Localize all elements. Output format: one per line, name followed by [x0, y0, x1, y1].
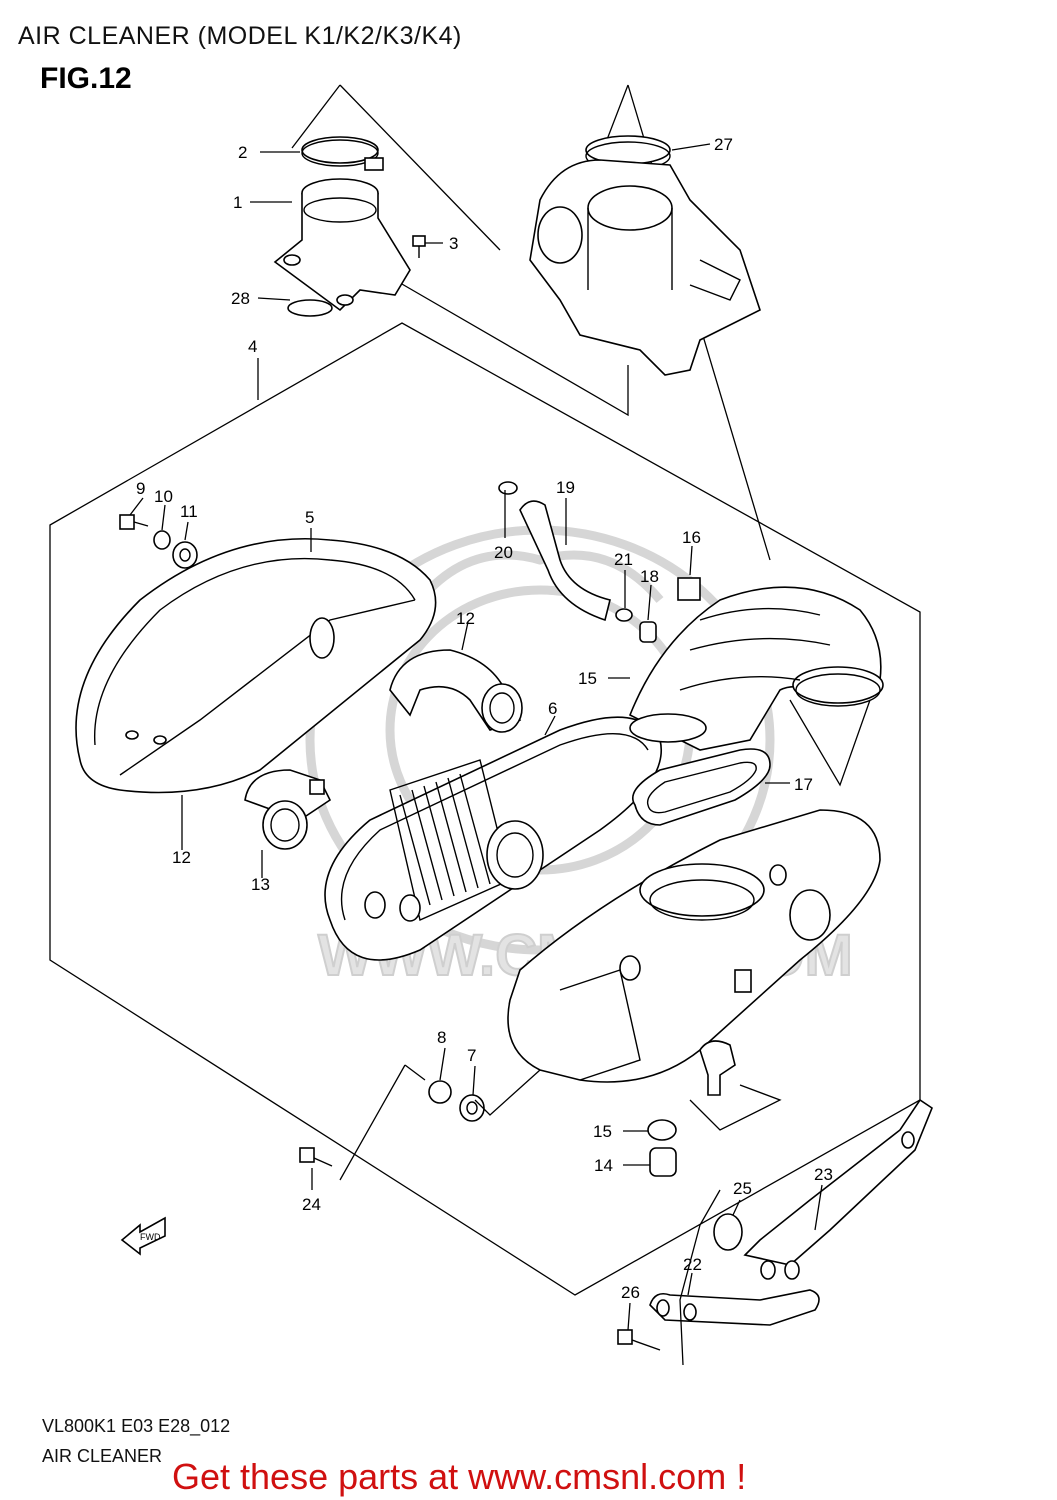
callout-leaders: [129, 143, 823, 1331]
plug-part-19: [639, 621, 657, 643]
bolt-part-26: [617, 1329, 661, 1351]
diagram-subtitle: AIR CLEANER: [42, 1446, 163, 1466]
callout-14: 14: [594, 1156, 613, 1175]
callout-26: 26: [621, 1283, 640, 1302]
callout-24: 24: [302, 1195, 321, 1214]
callout-15: 15: [593, 1122, 612, 1141]
drain-hose-part-20: [519, 500, 611, 622]
hose-part-13-lower: [244, 769, 332, 850]
callout-16: 15: [578, 669, 597, 688]
grommet-part-7: [459, 1094, 485, 1122]
figure-number: FIG.12: [40, 62, 132, 95]
callout-4: 4: [248, 337, 257, 356]
grommet-part-8: [428, 1080, 452, 1104]
carburetor-part-27: [529, 135, 761, 376]
seal-part-18: [632, 748, 771, 826]
filter-fins: [399, 773, 491, 906]
grommet-part-11: [172, 541, 198, 569]
clamp-part-15: [647, 1119, 677, 1141]
o-ring-part-28: [287, 299, 333, 317]
intake-pipe-part-1: [273, 178, 411, 312]
callout-9: 9: [136, 479, 145, 498]
filter-element-part-6: [324, 716, 662, 961]
callout-3: 3: [449, 234, 458, 253]
callout-28: 28: [231, 289, 250, 308]
label-part-17: [677, 577, 701, 601]
callout-13-lower: 13: [251, 875, 270, 894]
clip-part-21-lower: [615, 608, 633, 622]
callout-6: 6: [548, 699, 557, 718]
callout-8: 8: [437, 1028, 446, 1047]
callout-22: 22: [683, 1255, 702, 1274]
leader-carb-left: [291, 84, 501, 251]
diagram-title: AIR CLEANER (MODEL K1/K2/K3/K4): [18, 22, 462, 50]
washer-part-10: [153, 530, 171, 550]
clip-part-21-upper: [498, 481, 518, 495]
callout-20: 19: [556, 478, 575, 497]
diagram-code: VL800K1 E03 E28_012: [42, 1416, 231, 1436]
fwd-arrow-icon: FWD: [120, 1216, 166, 1256]
callout-21-lower: 21: [614, 550, 633, 569]
callout-27: 27: [714, 135, 733, 154]
callout-5: 5: [305, 508, 314, 527]
grommet-part-25: [713, 1213, 743, 1251]
fwd-label: FWD: [140, 1232, 161, 1242]
callout-17: 16: [682, 528, 701, 547]
bracket-part-23: [743, 1098, 933, 1280]
callout-12: 12: [172, 848, 191, 867]
callout-7: 7: [467, 1046, 476, 1065]
outer-cover-part-12: [75, 537, 437, 794]
intake-duct-part-16: [628, 586, 884, 751]
bracket-part-22: [649, 1289, 820, 1326]
callout-25: 25: [733, 1179, 752, 1198]
callout-18: 17: [794, 775, 813, 794]
leader-18: [789, 699, 871, 787]
bolt-part-9: [119, 514, 149, 530]
leader-22-26: [679, 1189, 721, 1366]
callout-1: 1: [233, 193, 242, 212]
callout-19: 18: [640, 567, 659, 586]
clamp-part-2: [301, 136, 384, 171]
leader-tract: [394, 279, 629, 417]
screw-part-3: [412, 235, 426, 258]
promo-link-text[interactable]: Get these parts at www.cmsnl.com !: [172, 1456, 747, 1497]
bolt-part-24: [299, 1147, 333, 1167]
callout-10: 10: [154, 487, 173, 506]
cap-part-14: [649, 1147, 677, 1177]
callout-labels: 2 1 3 28 27 4 9 10 11 5 19 20 21 18 16 1…: [136, 135, 833, 1302]
callout-13-upper: 12: [456, 609, 475, 628]
hose-part-13-upper: [389, 649, 523, 733]
callout-21-upper: 20: [494, 543, 513, 562]
callout-2: 2: [238, 143, 247, 162]
air-cleaner-box-part-4: [507, 809, 881, 1083]
leader-7-8: [339, 1064, 541, 1181]
callout-11: 11: [180, 502, 198, 521]
leader-14-15: [689, 1084, 782, 1131]
callout-23: 23: [814, 1165, 833, 1184]
fitting-part-15-bracket: [699, 1040, 736, 1096]
